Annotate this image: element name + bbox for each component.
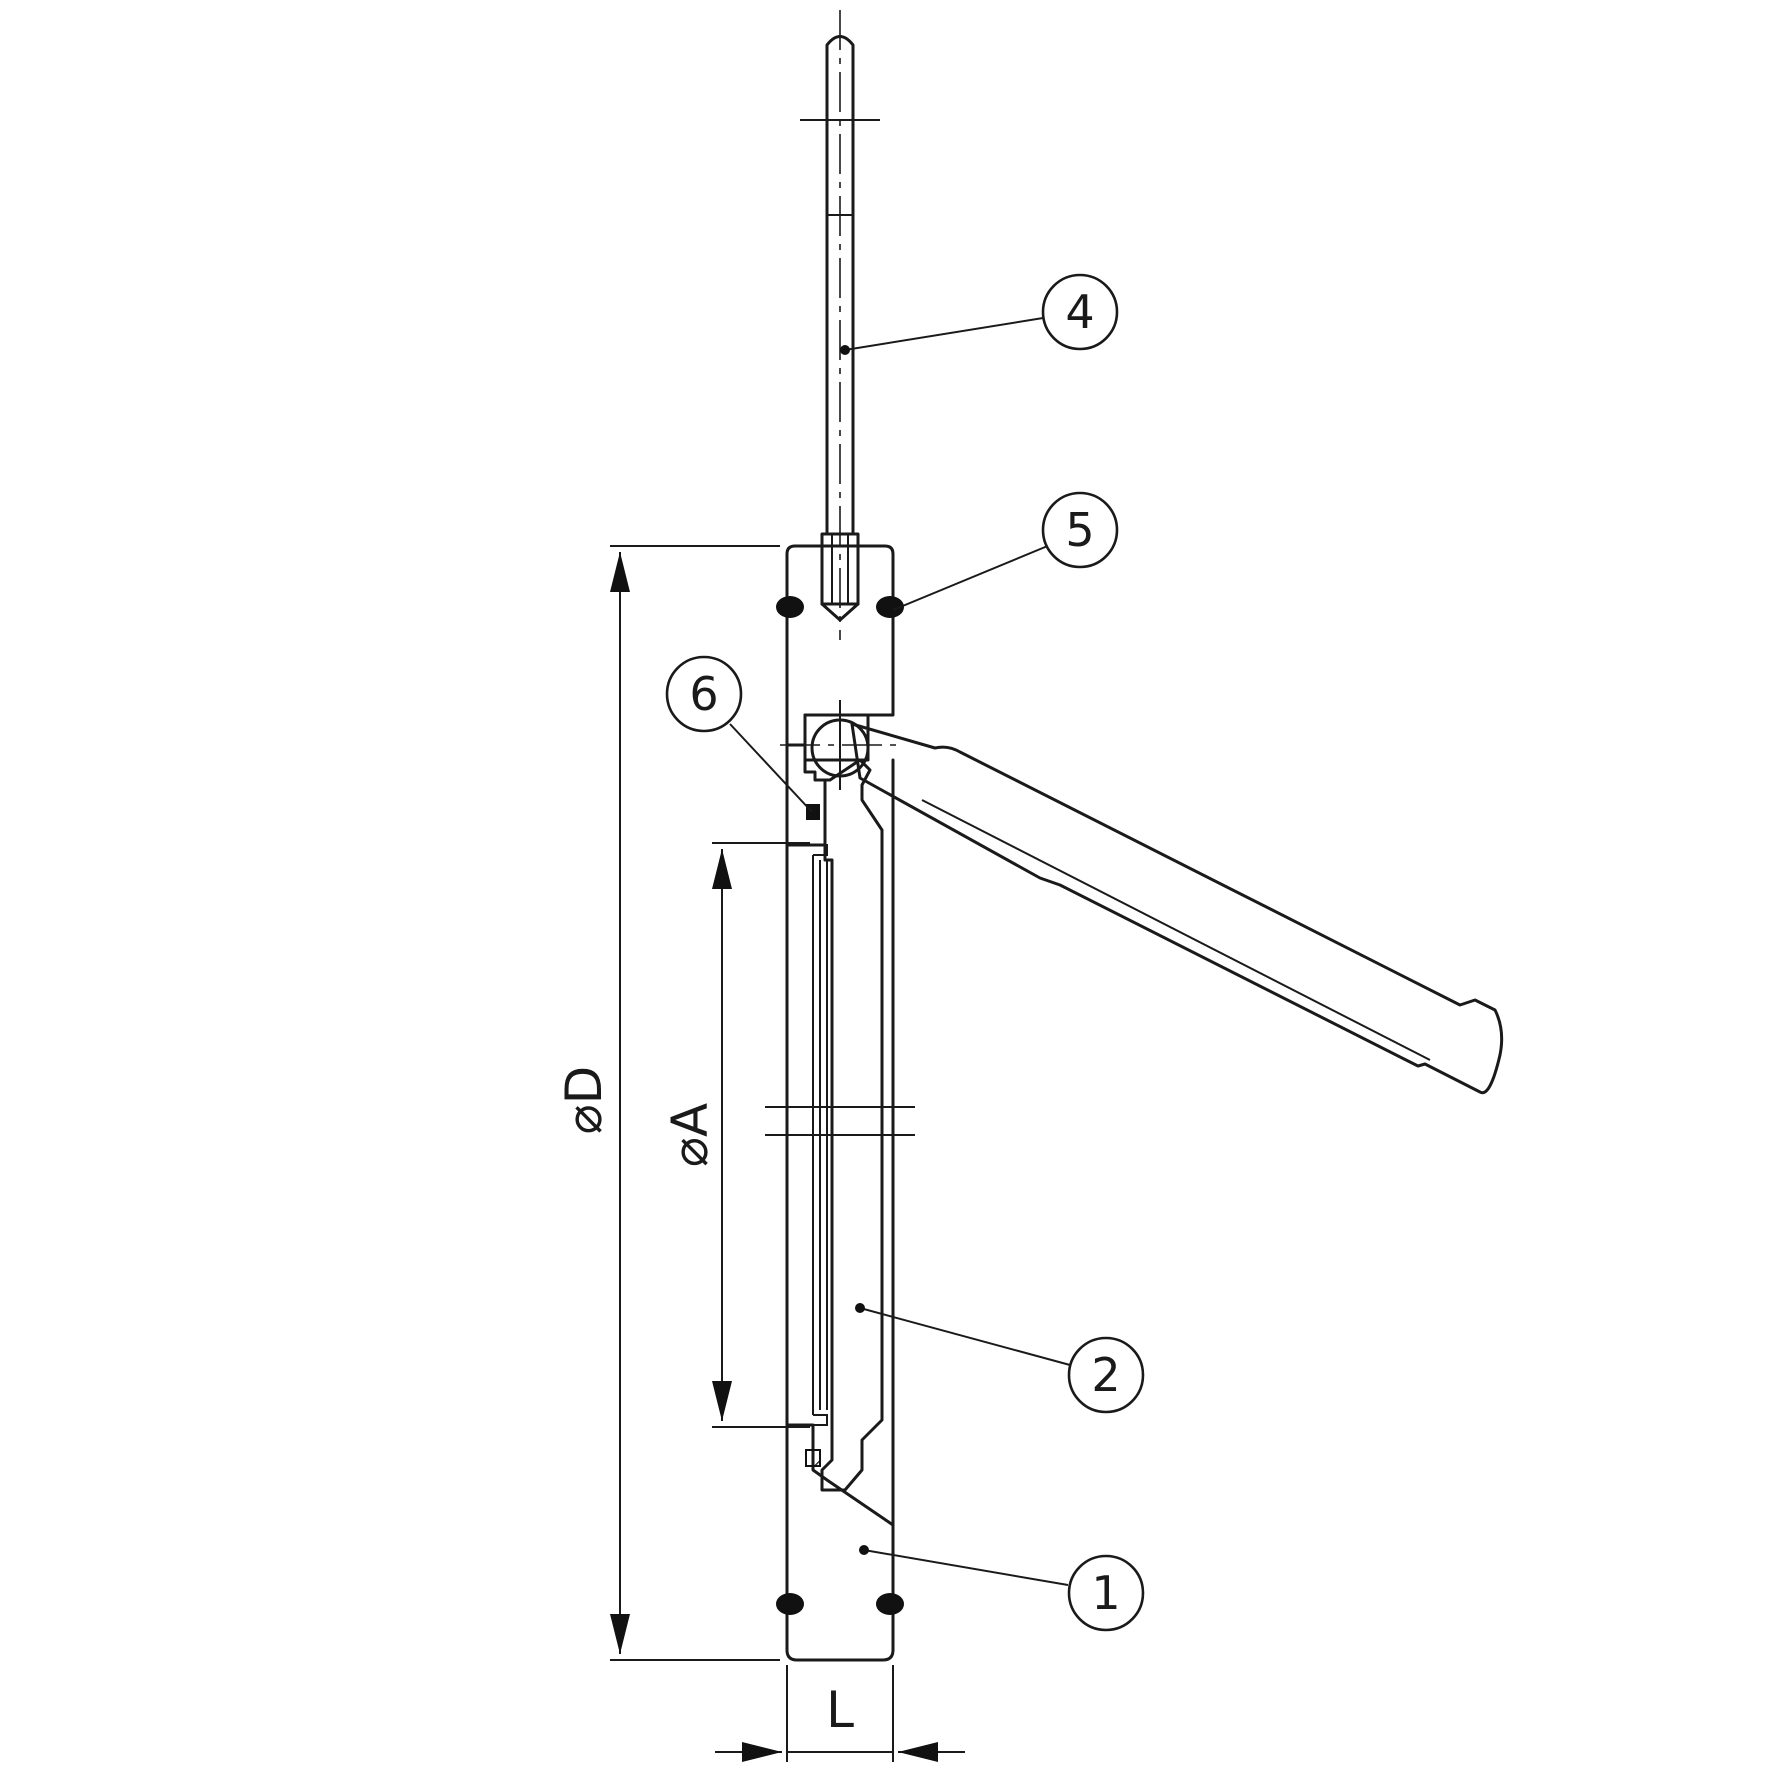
callout-label-2: 2 xyxy=(1091,1348,1120,1402)
callout-label-1: 1 xyxy=(1091,1566,1120,1620)
dimension-outer-diameter: ⌀D xyxy=(555,545,780,1661)
disc-open xyxy=(780,700,1504,1095)
callout-6: 6 xyxy=(665,655,813,813)
callout-4: 4 xyxy=(840,273,1119,355)
callout-1: 1 xyxy=(859,1545,1145,1632)
dimension-bore-diameter: ⌀A xyxy=(661,842,810,1428)
disc-closed xyxy=(820,758,884,1492)
callout-5: 5 xyxy=(892,491,1119,611)
callout-label-6: 6 xyxy=(689,667,718,721)
callout-label-5: 5 xyxy=(1065,503,1094,557)
callout-label-4: 4 xyxy=(1065,285,1094,339)
dimension-label-d: ⌀D xyxy=(555,1066,613,1135)
dimension-label-l: L xyxy=(826,1681,854,1739)
o-rings xyxy=(776,596,904,1615)
dimension-label-a: ⌀A xyxy=(661,1103,719,1167)
seat-ring xyxy=(805,804,821,1467)
centerline xyxy=(765,1106,915,1136)
callout-2: 2 xyxy=(855,1303,1145,1414)
dimension-length: L xyxy=(715,1665,965,1762)
